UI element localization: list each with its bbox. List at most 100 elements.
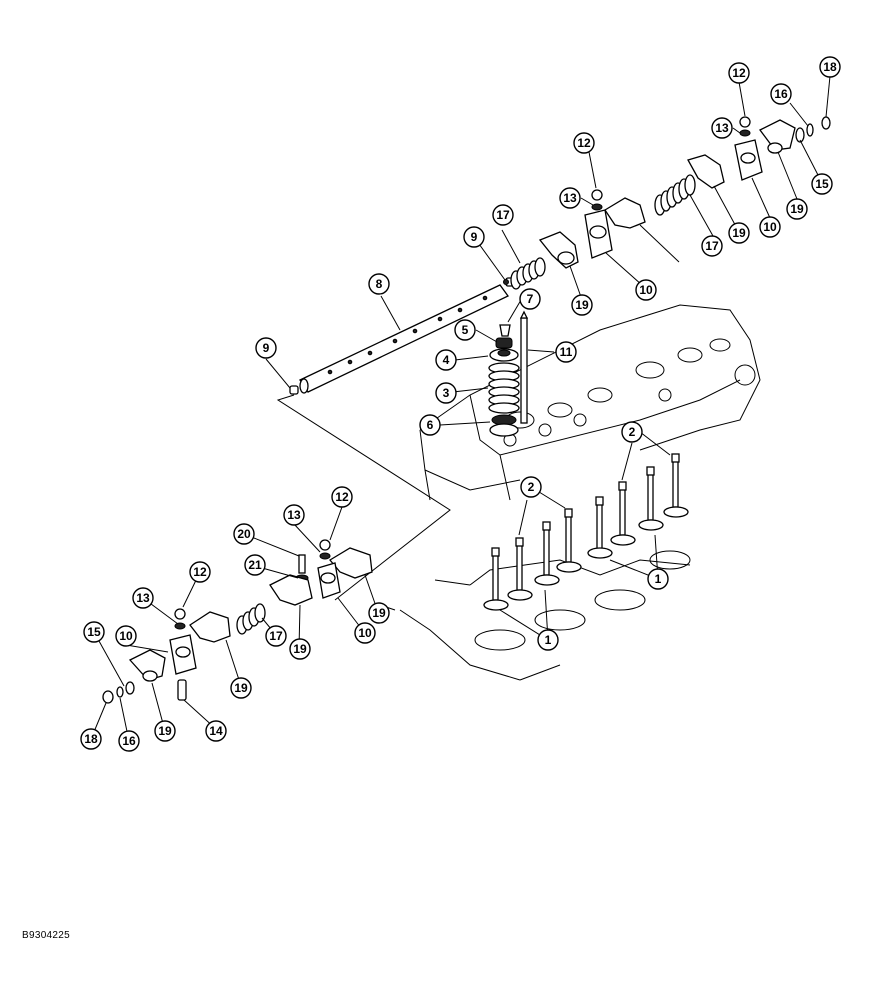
valve	[507, 537, 533, 601]
svg-text:9: 9	[263, 341, 270, 355]
svg-text:19: 19	[293, 642, 307, 656]
callout: 13	[283, 504, 305, 526]
callout: 7	[519, 288, 541, 310]
upper-rocker-assembly	[503, 116, 831, 290]
valve	[556, 508, 582, 573]
svg-text:20: 20	[237, 527, 251, 541]
svg-text:16: 16	[774, 87, 788, 101]
callout: 19	[571, 294, 593, 316]
callout: 19	[728, 222, 750, 244]
callout: 17	[701, 235, 723, 257]
callout: 2	[621, 421, 643, 443]
svg-text:16: 16	[122, 734, 136, 748]
svg-text:3: 3	[443, 386, 450, 400]
valve-spring-stack	[488, 310, 529, 437]
svg-text:1: 1	[545, 633, 552, 647]
svg-text:19: 19	[234, 681, 248, 695]
callout: 13	[132, 587, 154, 609]
callout: 12	[331, 486, 353, 508]
svg-text:2: 2	[629, 425, 636, 439]
svg-text:17: 17	[496, 208, 510, 222]
svg-text:13: 13	[136, 591, 150, 605]
callout: 17	[492, 204, 514, 226]
valve-spring	[488, 362, 520, 414]
callout: 10	[115, 625, 137, 647]
callout: 19	[154, 720, 176, 742]
svg-text:19: 19	[732, 226, 746, 240]
rocker-spring	[510, 257, 546, 290]
svg-text:19: 19	[372, 606, 386, 620]
callouts: 12 18 16 13 15 19 10 12 13 17 19 17 9 19…	[80, 56, 841, 752]
svg-text:18: 18	[823, 60, 837, 74]
svg-text:13: 13	[287, 508, 301, 522]
valve	[483, 547, 509, 611]
svg-text:5: 5	[462, 323, 469, 337]
callout: 9	[463, 226, 485, 248]
rocker-spring	[236, 603, 266, 635]
callout: 15	[83, 621, 105, 643]
callout: 10	[354, 622, 376, 644]
valves	[483, 453, 689, 611]
callout: 12	[189, 561, 211, 583]
callout: 18	[819, 56, 841, 78]
svg-text:11: 11	[560, 345, 573, 359]
svg-text:18: 18	[84, 732, 98, 746]
svg-text:12: 12	[732, 66, 746, 80]
callout: 8	[368, 273, 390, 295]
lower-rocker-assembly	[102, 539, 373, 704]
callout: 2	[520, 476, 542, 498]
svg-text:15: 15	[87, 625, 101, 639]
svg-text:4: 4	[443, 353, 450, 367]
callout: 21	[244, 554, 266, 576]
svg-text:10: 10	[639, 283, 653, 297]
callout: 18	[80, 728, 102, 750]
callout: 16	[118, 730, 140, 752]
callout: 19	[368, 602, 390, 624]
callout: 9	[255, 337, 277, 359]
svg-text:19: 19	[575, 298, 589, 312]
rocker-spring	[654, 174, 696, 216]
callout: 15	[811, 173, 833, 195]
callout: 11	[555, 341, 577, 363]
figure-code: B9304225	[22, 930, 71, 941]
callout: 20	[233, 523, 255, 545]
svg-text:17: 17	[269, 629, 283, 643]
svg-text:15: 15	[815, 177, 829, 191]
callout: 4	[435, 349, 457, 371]
rocker-shaft	[289, 277, 515, 395]
svg-text:13: 13	[715, 121, 729, 135]
svg-text:10: 10	[119, 629, 133, 643]
callout: 13	[711, 117, 733, 139]
svg-text:13: 13	[563, 191, 577, 205]
svg-text:7: 7	[527, 292, 534, 306]
svg-text:19: 19	[790, 202, 804, 216]
callout: 16	[770, 83, 792, 105]
valve	[610, 481, 636, 546]
svg-text:6: 6	[427, 418, 434, 432]
callout: 12	[728, 62, 750, 84]
callout: 3	[435, 382, 457, 404]
svg-text:12: 12	[335, 490, 349, 504]
callout: 13	[559, 187, 581, 209]
svg-text:10: 10	[358, 626, 372, 640]
svg-text:17: 17	[705, 239, 719, 253]
svg-text:8: 8	[376, 277, 383, 291]
svg-text:1: 1	[655, 572, 662, 586]
callout: 17	[265, 625, 287, 647]
callout: 12	[573, 132, 595, 154]
valve	[638, 466, 664, 531]
callout: 19	[230, 677, 252, 699]
callout: 1	[647, 568, 669, 590]
callout: 6	[419, 414, 441, 436]
valve	[663, 453, 689, 518]
callout: 1	[537, 629, 559, 651]
svg-text:19: 19	[158, 724, 172, 738]
svg-text:12: 12	[577, 136, 591, 150]
valve	[587, 496, 613, 559]
svg-text:12: 12	[193, 565, 207, 579]
svg-text:21: 21	[248, 558, 262, 572]
callout: 10	[635, 279, 657, 301]
svg-text:14: 14	[209, 724, 223, 738]
